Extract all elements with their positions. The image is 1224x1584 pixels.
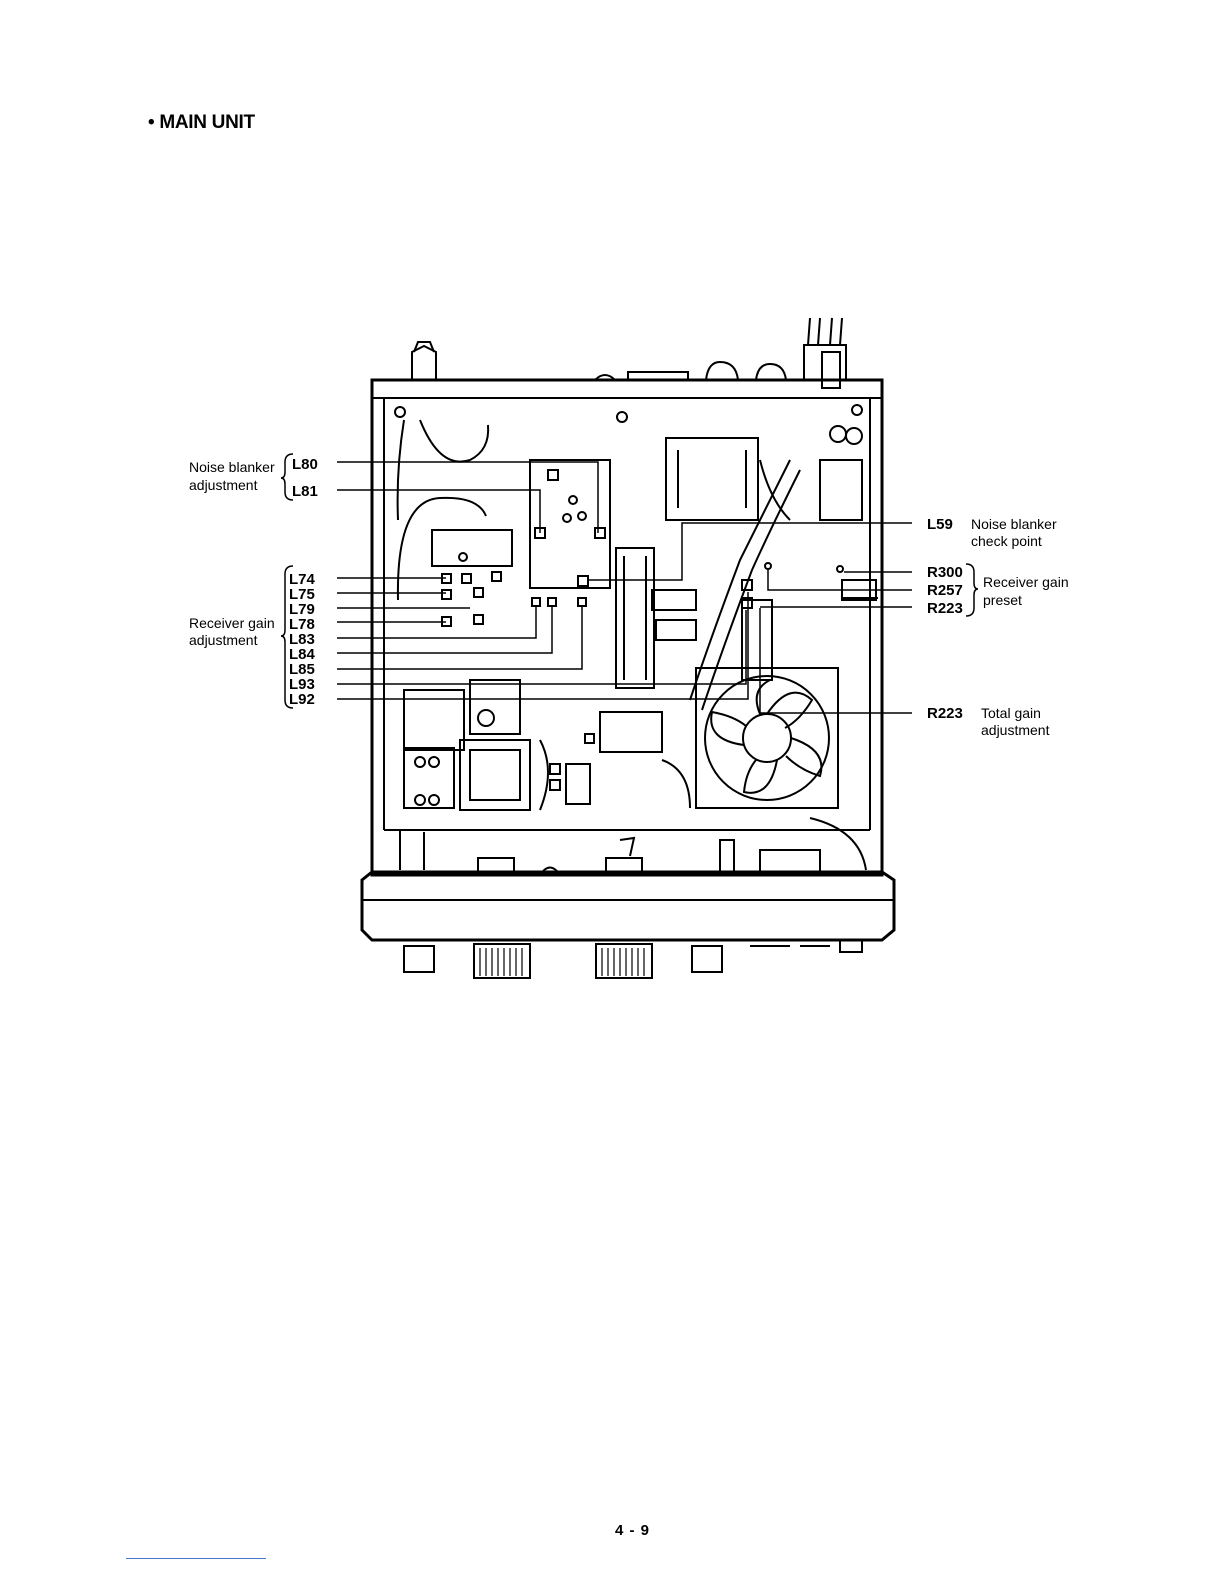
ref-R300: R300: [927, 564, 963, 581]
receiver-gain-desc-line1: Receiver gain: [189, 615, 275, 631]
l59-callout: L59 Noise blanker check point: [927, 516, 1057, 549]
l59-desc-line1: Noise blanker: [971, 516, 1057, 532]
noise-blanker-adjustment-group: Noise blanker adjustment L80 L81: [189, 456, 318, 500]
receiver-gain-adjustment-group: Receiver gain adjustment L74 L75 L79 L78…: [189, 571, 316, 708]
ref-L81: L81: [292, 483, 318, 500]
ref-L59: L59: [927, 516, 953, 533]
l59-desc-line2: check point: [971, 533, 1042, 549]
total-gain-desc-line2: adjustment: [981, 722, 1050, 738]
total-gain-desc-line1: Total gain: [981, 705, 1041, 721]
footer-rule: [126, 1558, 266, 1559]
noise-blanker-desc-line1: Noise blanker: [189, 459, 275, 475]
ref-R223-total: R223: [927, 705, 963, 722]
receiver-gain-preset-callout: R300 R257 R223 Receiver gain preset: [927, 564, 1069, 617]
page-number: 4 - 9: [615, 1522, 650, 1539]
receiver-gain-desc-line2: adjustment: [189, 632, 258, 648]
ref-L80: L80: [292, 456, 318, 473]
preset-desc-line1: Receiver gain: [983, 574, 1069, 590]
ref-R257: R257: [927, 582, 963, 599]
ref-L92: L92: [289, 691, 315, 708]
chassis-drawing: [362, 318, 894, 978]
preset-desc-line2: preset: [983, 592, 1022, 608]
ref-R223-preset: R223: [927, 600, 963, 617]
noise-blanker-desc-line2: adjustment: [189, 477, 258, 493]
total-gain-callout: R223 Total gain adjustment: [927, 705, 1050, 738]
